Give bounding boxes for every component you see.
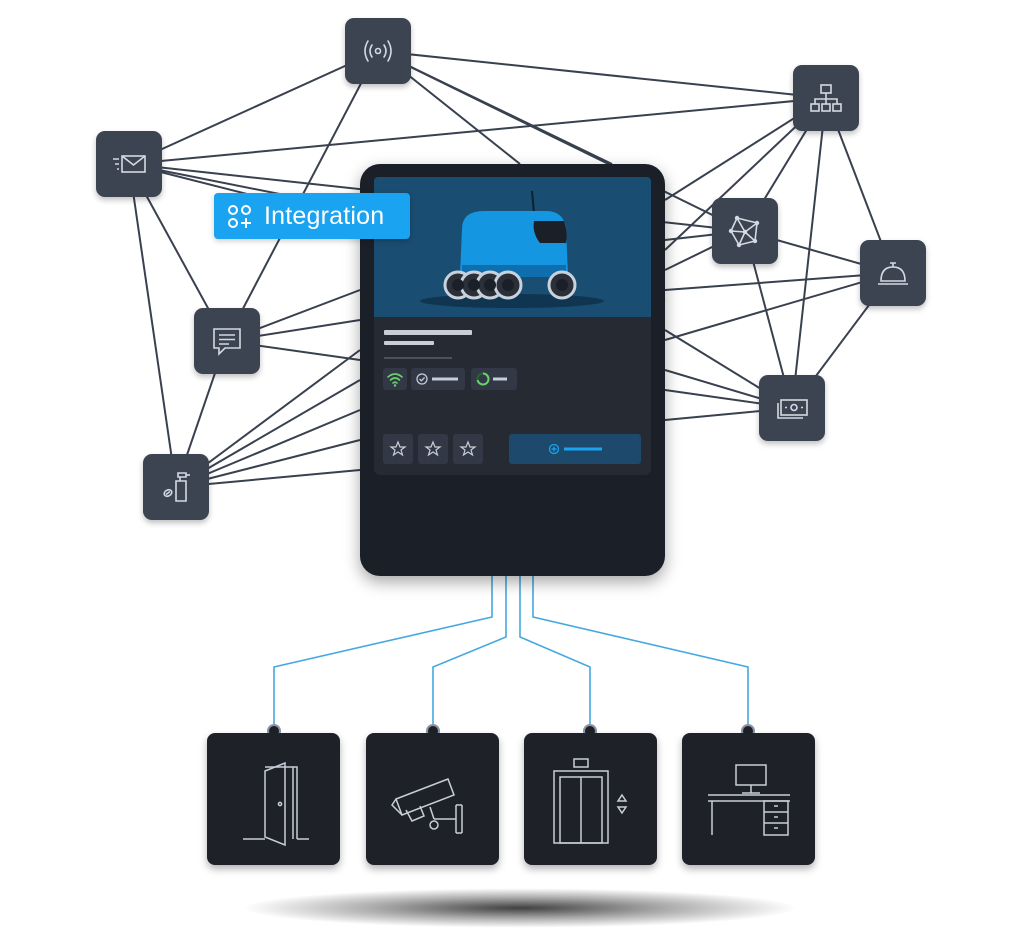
node-payment[interactable] [759,375,825,441]
network-mesh-icon [728,215,760,248]
subtitle-placeholder [384,341,434,345]
title-placeholder [384,330,472,335]
security-camera-icon [391,778,463,834]
star-add-icon [389,440,407,457]
progress-ring-icon [476,372,507,386]
org-chart-icon [810,84,842,112]
wireless-signal-icon [364,40,392,62]
chat-bubble-icon [213,328,241,356]
integration-label: Integration [264,202,385,230]
email-icon [113,155,146,173]
desk-icon [708,764,790,836]
wifi-status-chip[interactable] [383,368,407,390]
star-add-icon [459,440,477,457]
node-service-bell[interactable] [860,240,926,306]
ground-shadow [240,888,800,928]
delivery-robot-illustration [420,190,604,308]
cleaning-supplies-icon [163,472,190,502]
integration-icon [228,205,251,228]
door-icon [243,761,309,847]
node-chat[interactable] [194,308,260,374]
device-door[interactable] [207,733,340,865]
node-network[interactable] [712,198,778,264]
node-cleaning[interactable] [143,454,209,520]
node-mail[interactable] [96,131,162,197]
device-desk[interactable] [682,733,815,865]
elevator-icon [553,758,628,844]
divider [384,357,452,359]
favorite-button-2[interactable] [418,434,448,464]
node-wireless[interactable] [345,18,411,84]
device-elevator[interactable] [524,733,657,865]
robot-hero-image [374,177,651,317]
integration-tag: Integration [214,193,410,239]
cash-icon [777,399,808,419]
service-bell-icon [878,262,908,285]
add-circle-icon [548,443,602,455]
task-status-chip[interactable] [411,368,465,390]
device-camera[interactable] [366,733,499,865]
node-hierarchy[interactable] [793,65,859,131]
primary-action-button[interactable] [509,434,641,464]
battery-status-chip[interactable] [471,368,517,390]
star-add-icon [424,440,442,457]
check-circle-icon [416,373,458,385]
favorite-button-1[interactable] [383,434,413,464]
wifi-icon [387,373,403,387]
favorite-button-3[interactable] [453,434,483,464]
